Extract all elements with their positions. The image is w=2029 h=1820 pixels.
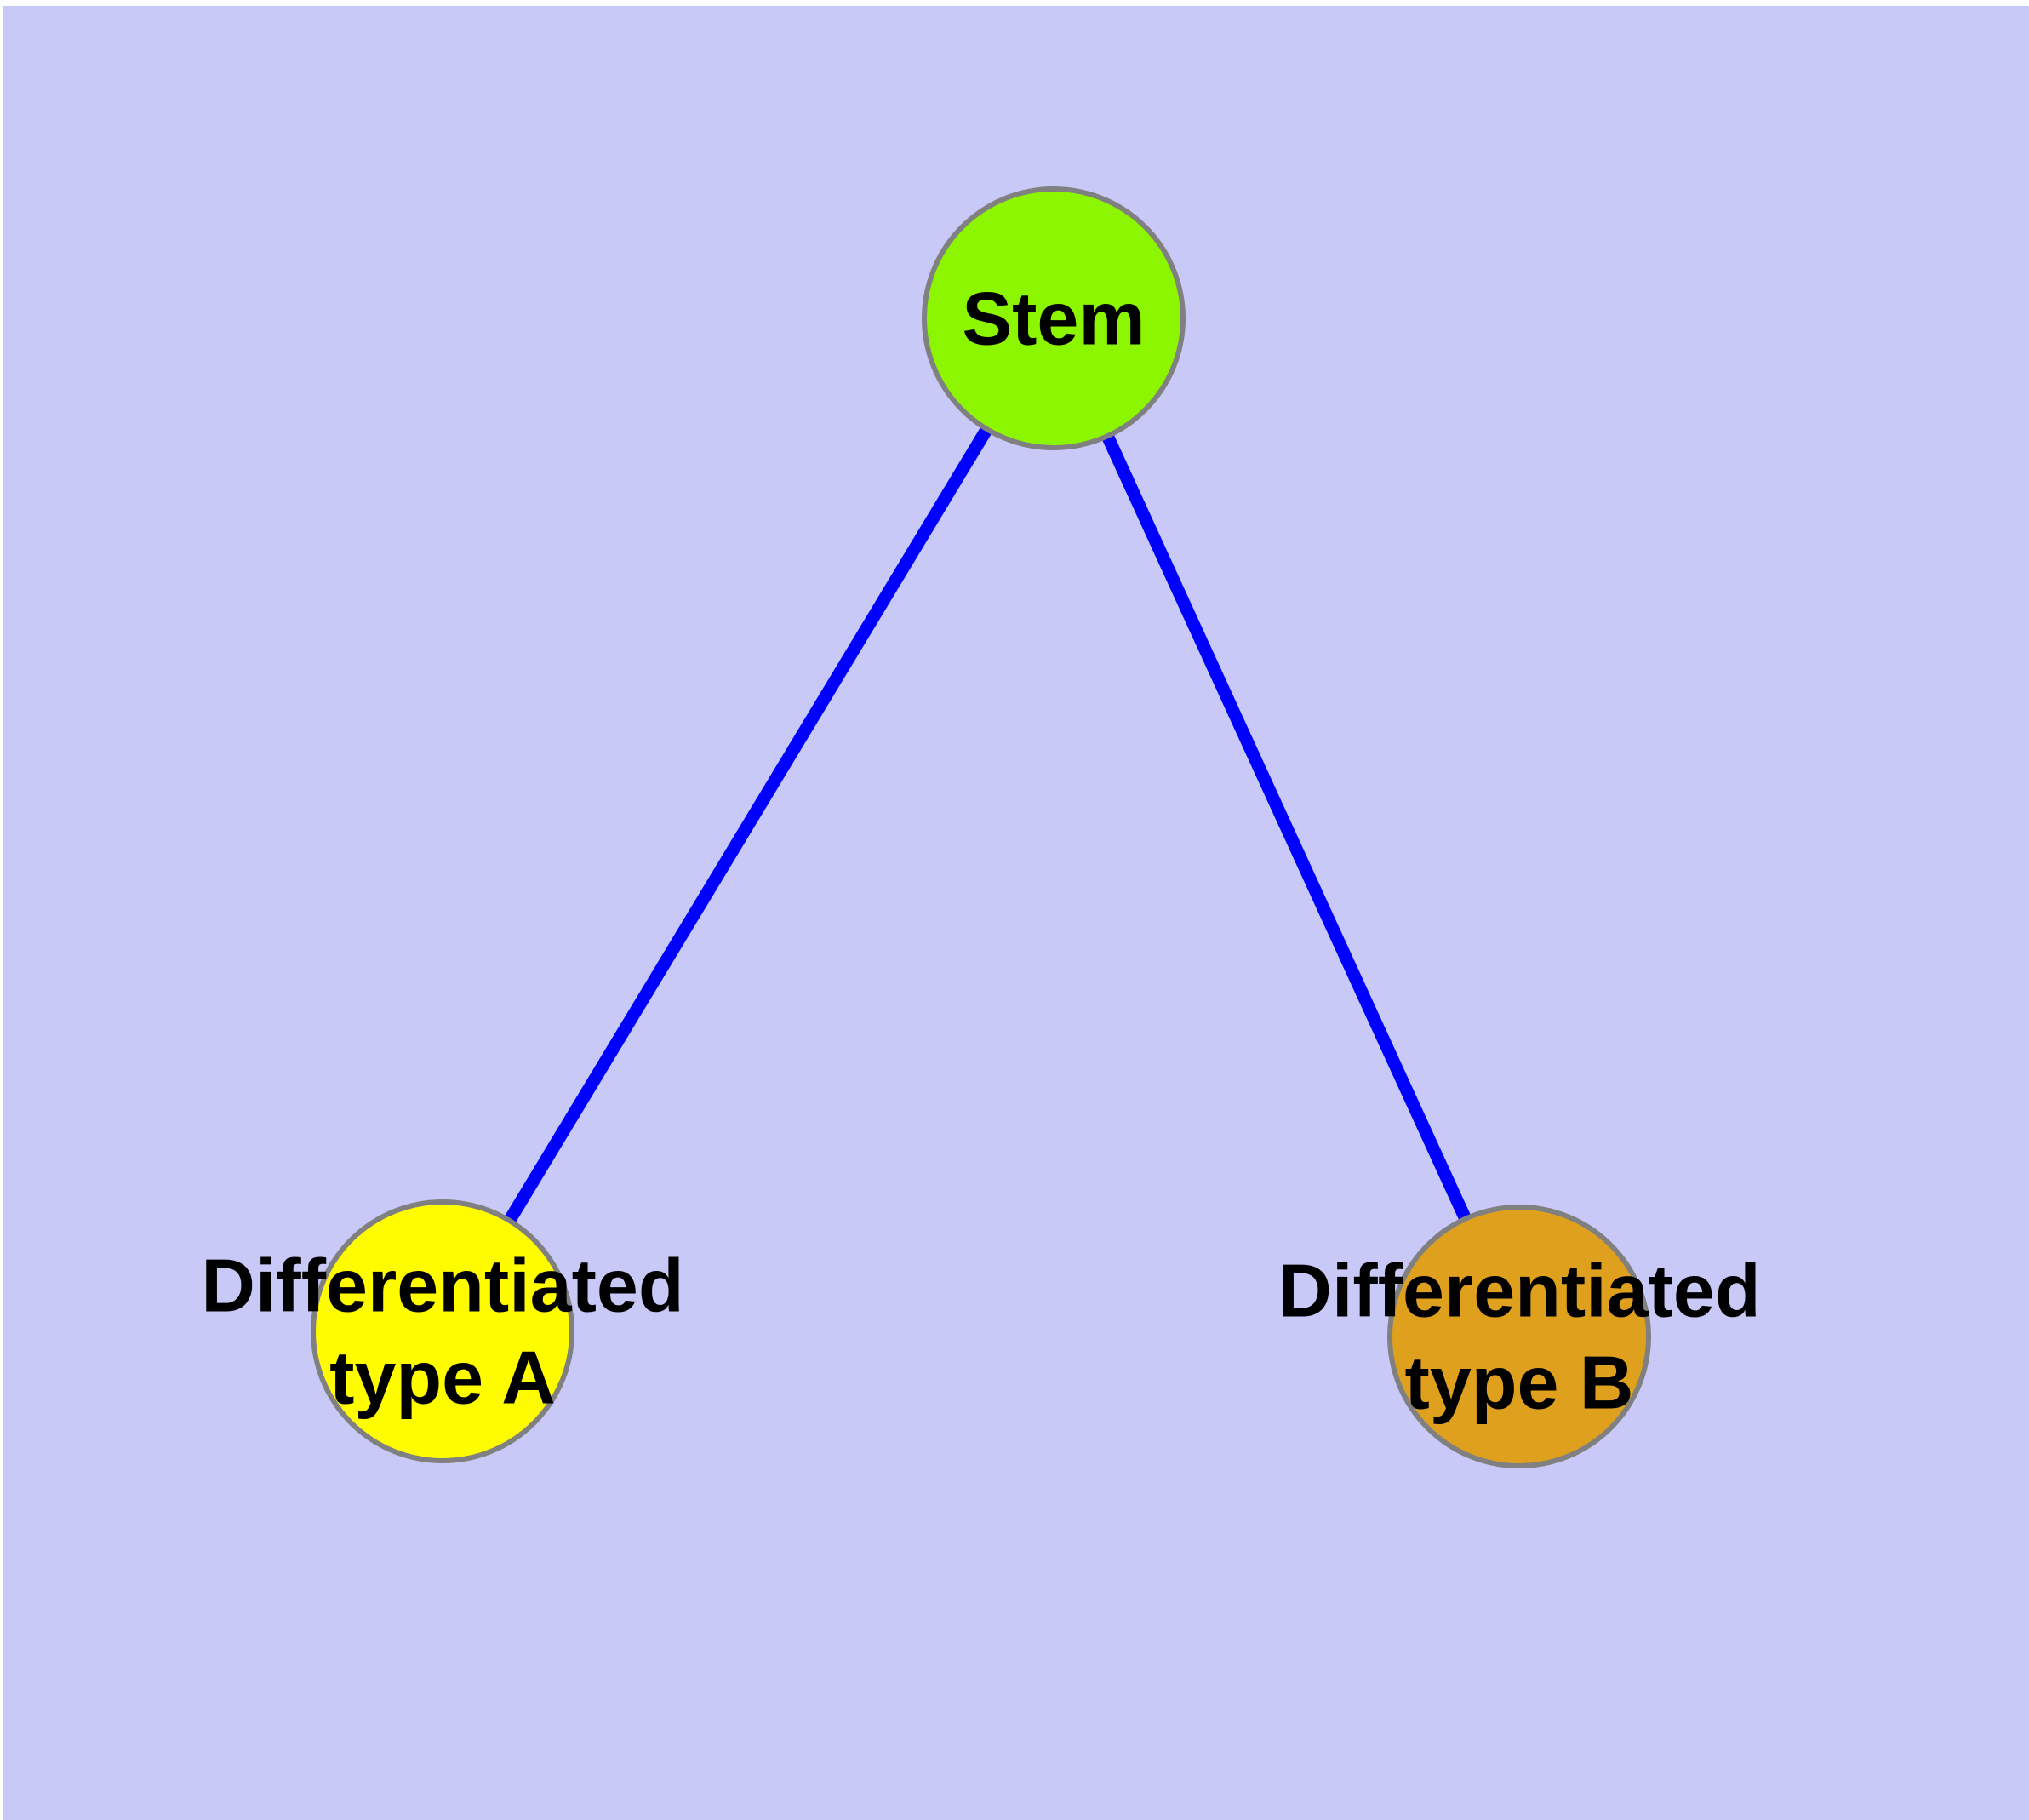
- type-a-node-circle: [311, 1199, 574, 1463]
- type-b-node-label-line1: Differentiated: [1277, 1249, 1760, 1333]
- type-b-node-circle: [1387, 1205, 1651, 1468]
- edge-stem-to-type-a: [437, 315, 1060, 1335]
- edge-stem-to-type-b: [1048, 315, 1525, 1340]
- type-a-node-label-line2: type A: [329, 1336, 556, 1420]
- stem-node-label: Stem: [962, 277, 1145, 361]
- type-a-node-label-line1: Differentiated: [201, 1244, 683, 1328]
- type-b-node-label-line2: type B: [1405, 1341, 1634, 1425]
- stem-node-circle: [922, 186, 1186, 450]
